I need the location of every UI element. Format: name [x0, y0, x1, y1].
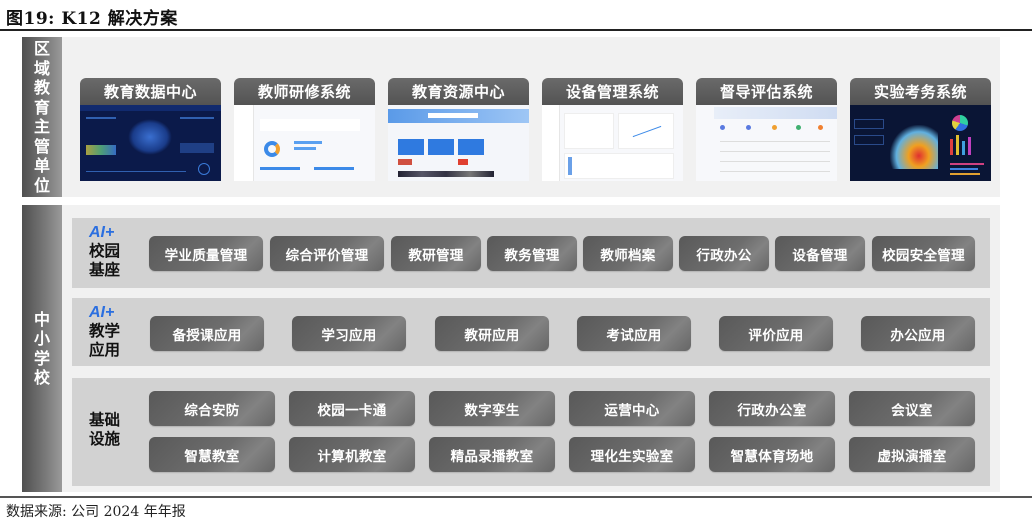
card-title: 教师研修系统	[234, 78, 375, 105]
facility-chip[interactable]: 数字孪生	[429, 391, 555, 426]
row-campus-foundation: AI+ 校园 基座 学业质量管理 综合评价管理 教研管理 教务管理 教师档案 行…	[72, 218, 990, 288]
card-title: 督导评估系统	[696, 78, 837, 105]
side-char: 域	[33, 58, 50, 78]
row-label-line: 教学	[89, 322, 121, 340]
regional-side-label: 区 域 教 育 主 管 单 位	[22, 37, 62, 197]
row-label-line: 应用	[89, 341, 121, 359]
school-panel: AI+ 校园 基座 学业质量管理 综合评价管理 教研管理 教务管理 教师档案 行…	[62, 205, 1000, 492]
heatmap-dashboard-thumbnail-icon	[850, 105, 991, 181]
facility-chip[interactable]: 精品录播教室	[429, 437, 555, 472]
title-rule	[0, 29, 1032, 31]
dashboard-thumbnail-icon	[80, 105, 221, 181]
module-chip[interactable]: 行政办公	[679, 236, 769, 271]
school-side-label: 中 小 学 校	[22, 205, 62, 492]
module-chip[interactable]: 考试应用	[577, 316, 691, 351]
facility-chip[interactable]: 校园一卡通	[289, 391, 415, 426]
table-thumbnail-icon	[542, 105, 683, 181]
system-card-data-center: 教育数据中心	[80, 78, 221, 181]
card-title: 设备管理系统	[542, 78, 683, 105]
row-label: AI+ 校园 基座	[89, 223, 120, 280]
facility-chip[interactable]: 综合安防	[149, 391, 275, 426]
facility-chip[interactable]: 智慧教室	[149, 437, 275, 472]
row-teaching-apps: AI+ 教学 应用 备授课应用 学习应用 教研应用 考试应用 评价应用 办公应用	[72, 298, 990, 366]
portal-thumbnail-icon	[388, 105, 529, 181]
side-char: 小	[33, 329, 50, 348]
row-infrastructure: 基础 设施 综合安防 校园一卡通 数字孪生 运营中心 行政办公室 会议室 智慧教…	[72, 378, 990, 486]
facility-chip[interactable]: 智慧体育场地	[709, 437, 835, 472]
side-char: 单	[33, 156, 50, 175]
card-title: 实验考务系统	[850, 78, 991, 105]
facility-chip[interactable]: 计算机教室	[289, 437, 415, 472]
row-label-line: 校园	[89, 242, 121, 260]
ai-plus-badge: AI+	[89, 304, 115, 321]
card-title: 教育资源中心	[388, 78, 529, 105]
module-chip[interactable]: 教研应用	[435, 316, 549, 351]
system-card-teacher-training: 教师研修系统	[234, 78, 375, 181]
side-char: 位	[33, 175, 50, 195]
system-card-supervision: 督导评估系统	[696, 78, 837, 181]
system-card-resource-center: 教育资源中心	[388, 78, 529, 181]
module-chip[interactable]: 设备管理	[775, 236, 865, 271]
side-char: 主	[33, 117, 50, 136]
side-char: 教	[33, 78, 50, 97]
facility-chip[interactable]: 理化生实验室	[569, 437, 695, 472]
module-chip[interactable]: 评价应用	[719, 316, 833, 351]
module-chip[interactable]: 办公应用	[861, 316, 975, 351]
side-char: 管	[33, 136, 50, 156]
facility-chip[interactable]: 运营中心	[569, 391, 695, 426]
row-label-line: 基础	[89, 411, 121, 429]
row-label: 基础 设施	[89, 411, 120, 449]
source-rule	[0, 496, 1032, 498]
row-label-line: 设施	[89, 430, 121, 448]
system-card-equipment: 设备管理系统	[542, 78, 683, 181]
side-char: 区	[33, 39, 50, 58]
module-chip[interactable]: 校园安全管理	[872, 236, 975, 271]
module-chip[interactable]: 学业质量管理	[149, 236, 263, 271]
module-chip[interactable]: 学习应用	[292, 316, 406, 351]
side-char: 学	[33, 348, 50, 368]
admin-thumbnail-icon	[234, 105, 375, 181]
row-label: AI+ 教学 应用	[89, 303, 120, 360]
form-thumbnail-icon	[696, 105, 837, 181]
side-char: 中	[33, 309, 50, 329]
side-char: 校	[33, 368, 50, 387]
side-char: 育	[33, 97, 50, 117]
module-chip[interactable]: 备授课应用	[150, 316, 264, 351]
facility-chip[interactable]: 会议室	[849, 391, 975, 426]
row-label-line: 基座	[89, 261, 121, 279]
system-card-exam: 实验考务系统	[850, 78, 991, 181]
module-chip[interactable]: 教师档案	[583, 236, 673, 271]
facility-chip[interactable]: 虚拟演播室	[849, 437, 975, 472]
module-chip[interactable]: 教研管理	[391, 236, 481, 271]
ai-plus-badge: AI+	[89, 224, 115, 241]
figure-title: 图19: K12 解决方案	[6, 9, 178, 29]
facility-chip[interactable]: 行政办公室	[709, 391, 835, 426]
source-note: 数据来源: 公司 2024 年年报	[6, 504, 186, 520]
card-title: 教育数据中心	[80, 78, 221, 105]
module-chip[interactable]: 综合评价管理	[270, 236, 384, 271]
module-chip[interactable]: 教务管理	[487, 236, 577, 271]
regional-systems-panel: 教育数据中心 教师研修系统 教育资源中心	[62, 37, 1000, 197]
